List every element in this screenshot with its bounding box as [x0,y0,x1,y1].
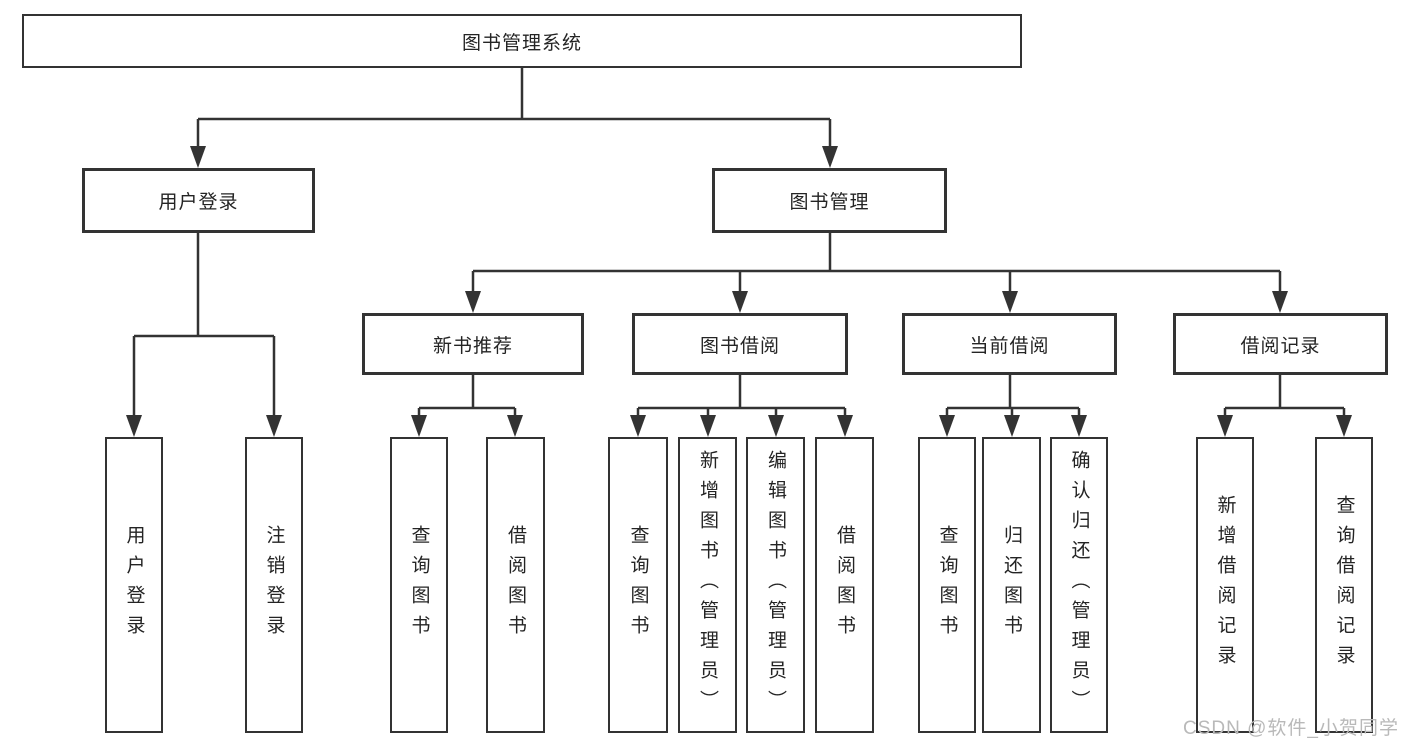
node-borrowing-records: 借阅记录 [1173,313,1388,375]
leaf-return-book: 归还图书 [982,437,1041,733]
csdn-watermark: CSDN @软件_小贺同学 [1183,718,1399,739]
leaf-borrowing-borrow-book: 借阅图书 [815,437,874,733]
leaf-borrowing-query-book: 查询图书 [608,437,668,733]
leaf-logout: 注销登录 [245,437,303,733]
leaf-confirm-return-admin: 确认归还（管理员） [1050,437,1108,733]
node-current-borrowing: 当前借阅 [902,313,1117,375]
leaf-recommend-query-book: 查询图书 [390,437,448,733]
node-new-book-recommend: 新书推荐 [362,313,584,375]
leaf-user-login: 用户登录 [105,437,163,733]
node-book-borrowing: 图书借阅 [632,313,848,375]
node-root: 图书管理系统 [22,14,1022,68]
leaf-add-borrow-record: 新增借阅记录 [1196,437,1254,733]
leaf-add-book-admin: 新增图书（管理员） [678,437,737,733]
leaf-edit-book-admin: 编辑图书（管理员） [746,437,805,733]
leaf-current-query-book: 查询图书 [918,437,976,733]
node-book-management: 图书管理 [712,168,947,233]
node-user-login: 用户登录 [82,168,315,233]
leaf-query-borrow-record: 查询借阅记录 [1315,437,1373,733]
leaf-recommend-borrow-book: 借阅图书 [486,437,545,733]
